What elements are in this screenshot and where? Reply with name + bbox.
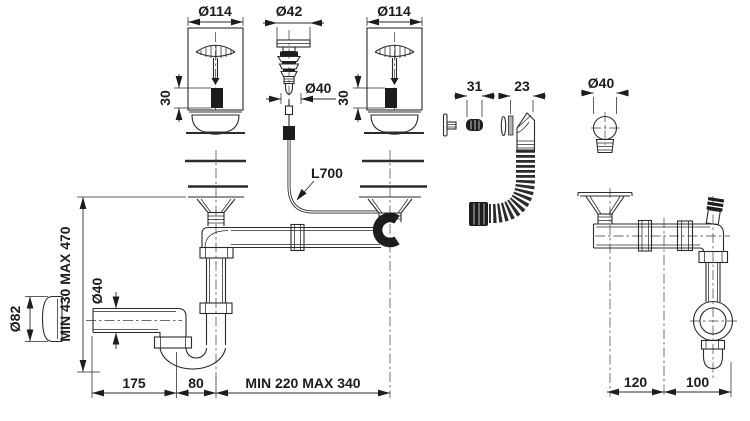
centerlines [86,30,737,398]
pipe-sleeve [676,220,694,252]
dim-31: 31 [454,78,495,117]
trap-outlet-nut [153,336,193,349]
cleanout-cap: Ø82 [7,295,63,343]
dim-label-height-range: MIN 430 MAX 470 [57,226,73,341]
side-spout [705,196,725,226]
exploded-basket-strainer-left: Ø114 30 [157,3,244,135]
right-drain-assembly [359,196,421,248]
trap-inlet-nut [199,302,233,315]
cable-stop [283,126,295,140]
dim-label-100: 100 [686,374,710,390]
sink-sections [185,132,427,188]
siphon-trap [92,307,227,370]
washer [500,115,507,137]
cable-length-callout: L700 [293,165,343,203]
overflow-parts: 31 23 [442,78,546,226]
overflow-elbow [516,112,536,151]
right-drain-unit: 120 100 [577,191,734,397]
exploded-basket-strainer-right: Ø114 30 [335,3,423,135]
dim-40-plug: Ø40 [266,80,336,104]
valve-nut-lower [700,339,726,350]
hose-nut [469,202,488,226]
dim-label-23: 23 [514,78,530,94]
dim-label-30-left: 30 [157,90,173,106]
strainer-flange-left [189,111,242,135]
pipe-nut [637,219,653,252]
dim-label-175: 175 [122,375,146,391]
valve-nut-upper [698,250,729,264]
dim-82: Ø82 [7,296,48,342]
overflow-hole-marker-right [385,88,397,108]
dim-label-114-right: Ø114 [377,3,411,19]
dim-bottom-row: 175 80 MIN 220 MAX 340 [91,336,390,398]
flexible-hose [489,150,535,223]
screw-icon [442,113,457,137]
dim-23: 23 [498,78,546,114]
outlet-connector: Ø40 [581,75,629,154]
dim-height-range: MIN 430 MAX 470 [57,196,186,373]
dim-label-span-range: MIN 220 MAX 340 [245,375,360,391]
dim-label-40-plug: Ø40 [305,80,332,96]
dim-label-42: Ø42 [276,3,303,19]
dim-label-114-left: Ø114 [198,3,232,19]
cable-length-label: L700 [311,165,343,181]
dim-label-40-pipe: Ø40 [89,278,105,305]
gasket [508,115,514,136]
dim-label-30-right: 30 [335,90,351,106]
strainer-flange-right [368,111,421,135]
dim-label-120: 120 [624,374,648,390]
dim-right-unit: 120 100 [607,362,732,397]
dim-label-80: 80 [188,375,204,391]
overflow-hole-marker-left [211,88,223,108]
pipe-joint-nut [290,223,305,252]
dim-label-82: Ø82 [7,306,23,333]
pop-up-plug-assembly: Ø42 Ø40 [263,3,336,104]
dim-40-pipe: Ø40 [89,278,120,349]
drain-elbow [372,212,400,248]
dim-30-right: 30 [335,74,385,122]
plug-body [276,39,311,96]
basket-strainer-icon-left [195,44,236,85]
overflow-cover [466,119,483,131]
left-drain-assembly [188,196,381,345]
dim-label-40-outlet: Ø40 [588,75,615,91]
control-cable: L700 [283,99,378,214]
dim-30-left: 30 [157,74,211,122]
basket-strainer-icon-right [374,44,415,85]
drain-nut-upper [199,246,234,259]
dim-label-31: 31 [467,78,483,94]
